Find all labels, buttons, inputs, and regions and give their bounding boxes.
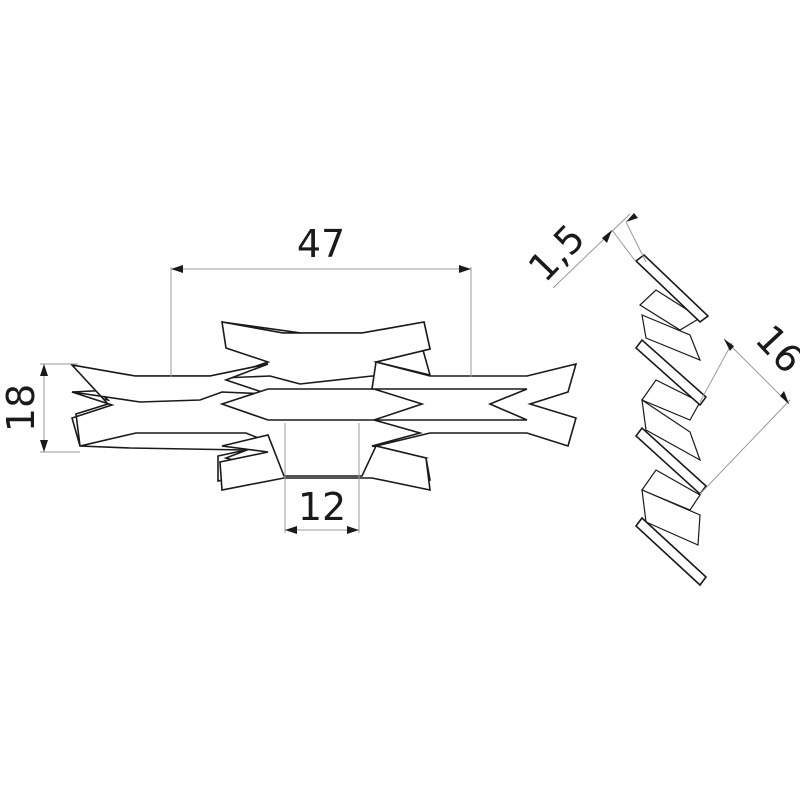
section-strip-4 xyxy=(634,516,708,587)
mesh-center-lens xyxy=(219,388,425,421)
dimension-16: 16 xyxy=(699,316,800,495)
dimension-16-label: 16 xyxy=(747,316,800,381)
dimension-47-label: 47 xyxy=(297,222,345,266)
mesh-front-view xyxy=(69,321,578,492)
dimension-thickness: 1,5 xyxy=(520,213,647,290)
dimension-18: 18 xyxy=(0,363,80,453)
mesh-strand-right xyxy=(371,361,578,481)
mesh-side-section xyxy=(634,253,710,587)
dimension-12-label: 12 xyxy=(298,485,346,529)
section-strip-2 xyxy=(634,338,708,407)
mesh-strand-lower xyxy=(219,434,431,492)
mesh-strand-left-body xyxy=(69,363,271,482)
dimension-18-label: 18 xyxy=(0,384,43,432)
section-strip-3 xyxy=(634,426,708,496)
dimension-thickness-label: 1,5 xyxy=(520,216,594,290)
dimension-12: 12 xyxy=(284,423,360,534)
section-strip-1 xyxy=(634,253,710,324)
dimension-47: 47 xyxy=(170,222,472,377)
